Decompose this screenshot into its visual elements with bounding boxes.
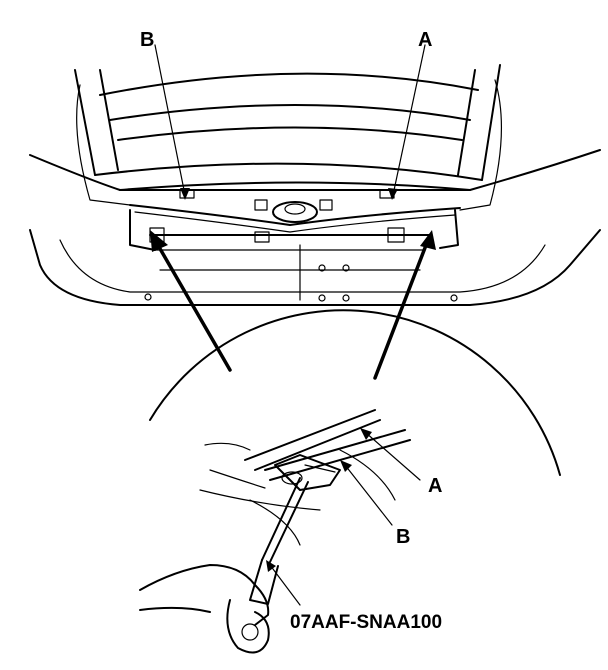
leader-detail-b-arrowhead bbox=[340, 460, 352, 472]
leader-top-a bbox=[392, 44, 426, 196]
detail-view bbox=[149, 309, 561, 546]
pointer-arrow-right bbox=[373, 238, 430, 380]
callout-top-a: A bbox=[418, 29, 432, 51]
leader-detail-a bbox=[364, 431, 421, 481]
leader-top-a-arrowhead bbox=[388, 188, 398, 200]
tailgate-overview bbox=[29, 64, 601, 306]
release-tool-and-hand bbox=[139, 477, 309, 654]
callout-detail-b: B bbox=[396, 526, 410, 548]
leader-detail-a-arrowhead bbox=[360, 428, 372, 440]
leader-tool bbox=[269, 564, 301, 606]
leader-detail-b bbox=[344, 464, 393, 526]
pointer-arrow-left-head bbox=[150, 230, 168, 252]
leader-top-b-arrowhead bbox=[180, 188, 190, 200]
pointer-arrow-right-head bbox=[420, 230, 436, 250]
callout-detail-a: A bbox=[428, 475, 442, 497]
leader-top-b bbox=[154, 44, 186, 196]
tool-part-number: 07AAF-SNAA100 bbox=[290, 612, 442, 633]
callout-top-b: B bbox=[140, 29, 154, 51]
leader-tool-arrowhead bbox=[266, 560, 276, 572]
